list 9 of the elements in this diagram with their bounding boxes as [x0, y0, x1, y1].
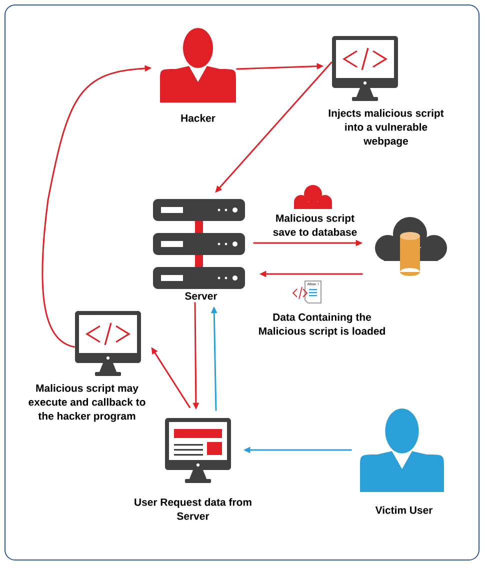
database-cloud-icon: [375, 217, 447, 276]
node-label: User Request data from Server: [134, 498, 252, 520]
node-label: Server: [185, 292, 218, 300]
node-label: Victim User: [375, 506, 432, 514]
node-label: Malicious script may execute and callback to the hacker program: [28, 384, 146, 422]
edge-label: Malicious script save to database: [266, 213, 364, 237]
node-label: Injects malicious script into a vulnerable webpage: [328, 109, 444, 147]
node-label: Hacker: [181, 114, 216, 122]
edge-label: Data Containing the Malicious script is loaded: [251, 312, 393, 338]
